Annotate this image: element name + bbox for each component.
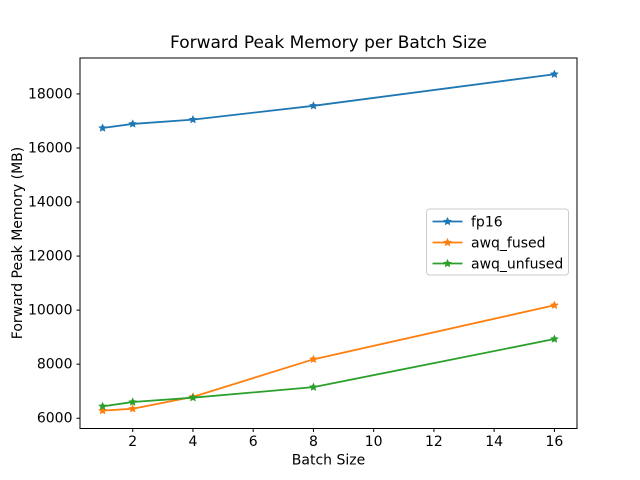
x-tick-label: 4 xyxy=(188,434,197,450)
legend-marker-star-icon xyxy=(443,237,452,247)
legend-marker-star-icon xyxy=(443,216,452,226)
y-axis-label: Forward Peak Memory (MB) xyxy=(10,147,26,339)
x-tick-label: 6 xyxy=(249,434,258,450)
legend-label-fp16: fp16 xyxy=(471,215,503,231)
plot-frame xyxy=(79,57,578,429)
marker-star-icon xyxy=(188,115,198,124)
marker-star-icon xyxy=(98,406,107,415)
marker-star-icon xyxy=(128,397,138,406)
marker-star-icon xyxy=(550,300,559,309)
x-tick-label: 8 xyxy=(309,434,318,450)
marker-star-icon xyxy=(98,401,107,411)
chart-title: Forward Peak Memory per Batch Size xyxy=(170,33,487,53)
line-awq_unfused xyxy=(102,338,555,408)
marker-star-icon xyxy=(188,393,198,402)
x-tick-label: 10 xyxy=(365,434,383,450)
legend-label-awq_fused: awq_fused xyxy=(471,236,546,252)
x-axis-ticks: 2 4 6 8 10 12 14 16 xyxy=(128,428,563,450)
y-tick-label: 14000 xyxy=(28,195,73,211)
x-axis-label: Batch Size xyxy=(292,453,365,469)
marker-star-icon xyxy=(98,123,107,132)
x-tick-label: 14 xyxy=(485,434,503,450)
y-tick-label: 16000 xyxy=(28,140,73,156)
y-tick-label: 6000 xyxy=(37,411,73,427)
legend-marker-star-icon xyxy=(443,258,452,268)
y-tick-label: 8000 xyxy=(37,357,73,373)
series-lines xyxy=(98,69,559,415)
y-axis-ticks: 6000 8000 10000 12000 14000 16000 18000 xyxy=(28,86,80,427)
marker-star-icon xyxy=(309,354,318,364)
line-awq_fused xyxy=(102,304,555,412)
marker-star-icon xyxy=(550,69,559,78)
legend-label-awq_unfused: awq_unfused xyxy=(471,257,563,273)
x-tick-label: 2 xyxy=(128,434,137,450)
line-fp16 xyxy=(102,73,555,129)
marker-star-icon xyxy=(550,334,559,343)
legend: fp16 awq_fused awq_unfused xyxy=(426,208,569,276)
marker-star-icon xyxy=(128,404,138,413)
y-tick-label: 10000 xyxy=(28,303,73,319)
y-tick-label: 18000 xyxy=(28,86,73,102)
marker-star-icon xyxy=(128,119,138,128)
x-tick-label: 12 xyxy=(425,434,443,450)
x-tick-label: 16 xyxy=(545,434,563,450)
y-tick-label: 12000 xyxy=(28,249,73,265)
legend-box xyxy=(426,208,569,276)
marker-star-icon xyxy=(309,101,318,110)
marker-star-icon xyxy=(309,382,318,391)
